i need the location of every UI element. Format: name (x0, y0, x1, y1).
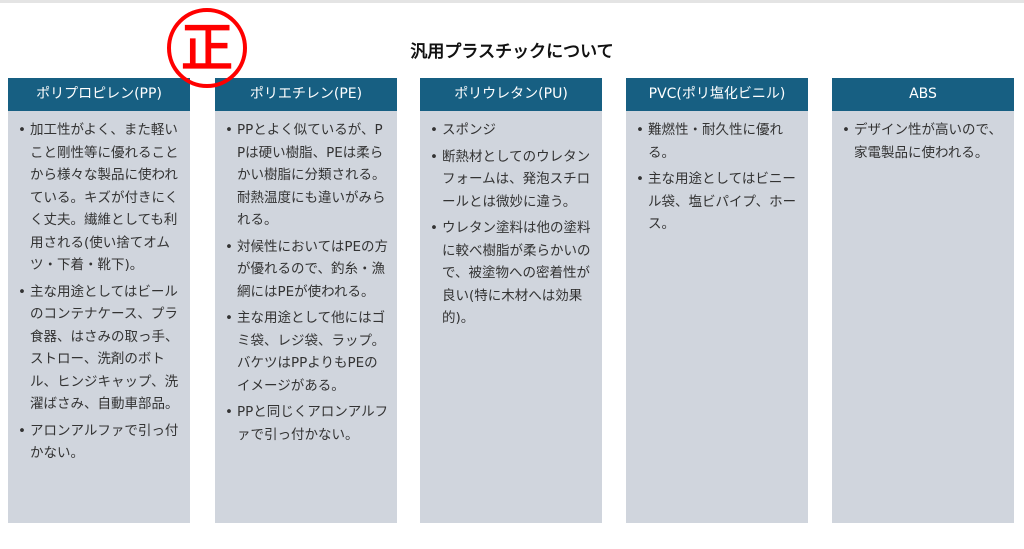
bullet-text: 断熱材としてのウレタンフォームは、発泡スチロールとは微妙に違う。 (442, 148, 591, 210)
column-header: ABS (832, 78, 1014, 111)
bullet-text: 対候性においてはPEの方が優れるので、釣糸・漁網にはPEが使われる。 (237, 238, 388, 300)
bullet-item: •デザイン性が高いので、家電製品に使われる。 (840, 119, 1006, 164)
bullet-text: スポンジ (442, 122, 496, 138)
bullet-item: •PPとよく似ているが、PPは硬い樹脂、PEは柔らかい樹脂に分類される。耐熱温度… (223, 119, 389, 232)
bullet-list: •難燃性・耐久性に優れる。•主な用途としてはビニール袋、塩ビパイプ、ホース。 (634, 119, 800, 236)
bullet-icon: • (636, 171, 644, 187)
slide-title: 汎用プラスチックについて (410, 42, 614, 62)
bullet-item: •加工性がよく、また軽いこと剛性等に優れることから様々な製品に使われている。キズ… (16, 119, 182, 277)
column-body: •PPとよく似ているが、PPは硬い樹脂、PEは柔らかい樹脂に分類される。耐熱温度… (215, 111, 397, 523)
bullet-item: •アロンアルファで引っ付かない。 (16, 420, 182, 465)
column-pu: ポリウレタン(PU)•スポンジ•断熱材としてのウレタンフォームは、発泡スチロール… (420, 78, 602, 523)
bullet-item: •ウレタン塗料は他の塗料に較べ樹脂が柔らかいので、被塗物への密着性が良い(特に木… (428, 217, 594, 330)
bullet-item: •断熱材としてのウレタンフォームは、発泡スチロールとは微妙に違う。 (428, 146, 594, 214)
bullet-list: •PPとよく似ているが、PPは硬い樹脂、PEは柔らかい樹脂に分類される。耐熱温度… (223, 119, 389, 446)
bullet-list: •デザイン性が高いので、家電製品に使われる。 (840, 119, 1006, 164)
bullet-item: •難燃性・耐久性に優れる。 (634, 119, 800, 164)
bullet-icon: • (842, 122, 850, 138)
column-header: ポリウレタン(PU) (420, 78, 602, 111)
bullet-item: •主な用途としてはビニール袋、塩ビパイプ、ホース。 (634, 168, 800, 236)
column-body: •難燃性・耐久性に優れる。•主な用途としてはビニール袋、塩ビパイプ、ホース。 (626, 111, 808, 523)
bullet-text: 主な用途としてはビールのコンテナケース、プラ食器、はさみの取っ手、ストロー、洗剤… (30, 283, 179, 413)
column-header: ポリプロピレン(PP) (8, 78, 190, 111)
column-body: •デザイン性が高いので、家電製品に使われる。 (832, 111, 1014, 523)
column-abs: ABS •デザイン性が高いので、家電製品に使われる。 (832, 78, 1014, 523)
bullet-icon: • (430, 148, 438, 165)
bullet-text: デザイン性が高いので、家電製品に使われる。 (854, 122, 1002, 161)
bullet-list: •スポンジ•断熱材としてのウレタンフォームは、発泡スチロールとは微妙に違う。•ウ… (428, 119, 594, 330)
bullet-icon: • (636, 122, 644, 138)
bullet-list: •加工性がよく、また軽いこと剛性等に優れることから様々な製品に使われている。キズ… (16, 119, 182, 465)
bullet-text: 主な用途としてはビニール袋、塩ビパイプ、ホース。 (648, 171, 797, 232)
stamp-seal-icon: 正 (167, 8, 247, 88)
column-pp: ポリプロピレン(PP)•加工性がよく、また軽いこと剛性等に優れることから様々な製… (8, 78, 190, 523)
bullet-text: 主な用途として他にはゴミ袋、レジ袋、ラップ。バケツはPPよりもPEのイメージがあ… (237, 310, 386, 394)
bullet-icon: • (18, 283, 26, 300)
column-body: •加工性がよく、また軽いこと剛性等に優れることから様々な製品に使われている。キズ… (8, 111, 190, 523)
bullet-icon: • (430, 220, 438, 236)
bullet-text: ウレタン塗料は他の塗料に較べ樹脂が柔らかいので、被塗物への密着性が良い(特に木材… (442, 220, 591, 326)
bullet-icon: • (18, 422, 26, 439)
bullet-icon: • (18, 122, 26, 138)
bullet-icon: • (225, 238, 233, 255)
bullet-text: PPと同じくアロンアルファで引っ付かない。 (237, 404, 389, 443)
bullet-item: •対候性においてはPEの方が優れるので、釣糸・漁網にはPEが使われる。 (223, 236, 389, 304)
bullet-text: PPとよく似ているが、PPは硬い樹脂、PEは柔らかい樹脂に分類される。耐熱温度に… (237, 122, 386, 228)
column-header: ポリエチレン(PE) (215, 78, 397, 111)
column-pvc: PVC(ポリ塩化ビニル)•難燃性・耐久性に優れる。•主な用途としてはビニール袋、… (626, 78, 808, 523)
column-body: •スポンジ•断熱材としてのウレタンフォームは、発泡スチロールとは微妙に違う。•ウ… (420, 111, 602, 523)
bullet-item: •スポンジ (428, 119, 594, 142)
top-border (0, 0, 1024, 3)
bullet-icon: • (225, 404, 233, 420)
bullet-text: アロンアルファで引っ付かない。 (30, 422, 179, 462)
column-pe: ポリエチレン(PE)•PPとよく似ているが、PPは硬い樹脂、PEは柔らかい樹脂に… (215, 78, 397, 523)
bullet-item: •主な用途としてはビールのコンテナケース、プラ食器、はさみの取っ手、ストロー、洗… (16, 281, 182, 416)
bullet-icon: • (225, 310, 233, 326)
column-header: PVC(ポリ塩化ビニル) (626, 78, 808, 111)
bullet-icon: • (225, 122, 233, 138)
bullet-text: 難燃性・耐久性に優れる。 (648, 122, 783, 161)
bullet-item: •PPと同じくアロンアルファで引っ付かない。 (223, 401, 389, 446)
bullet-text: 加工性がよく、また軽いこと剛性等に優れることから様々な製品に使われている。キズが… (30, 122, 179, 273)
bullet-icon: • (430, 122, 438, 138)
bullet-item: •主な用途として他にはゴミ袋、レジ袋、ラップ。バケツはPPよりもPEのイメージが… (223, 307, 389, 397)
